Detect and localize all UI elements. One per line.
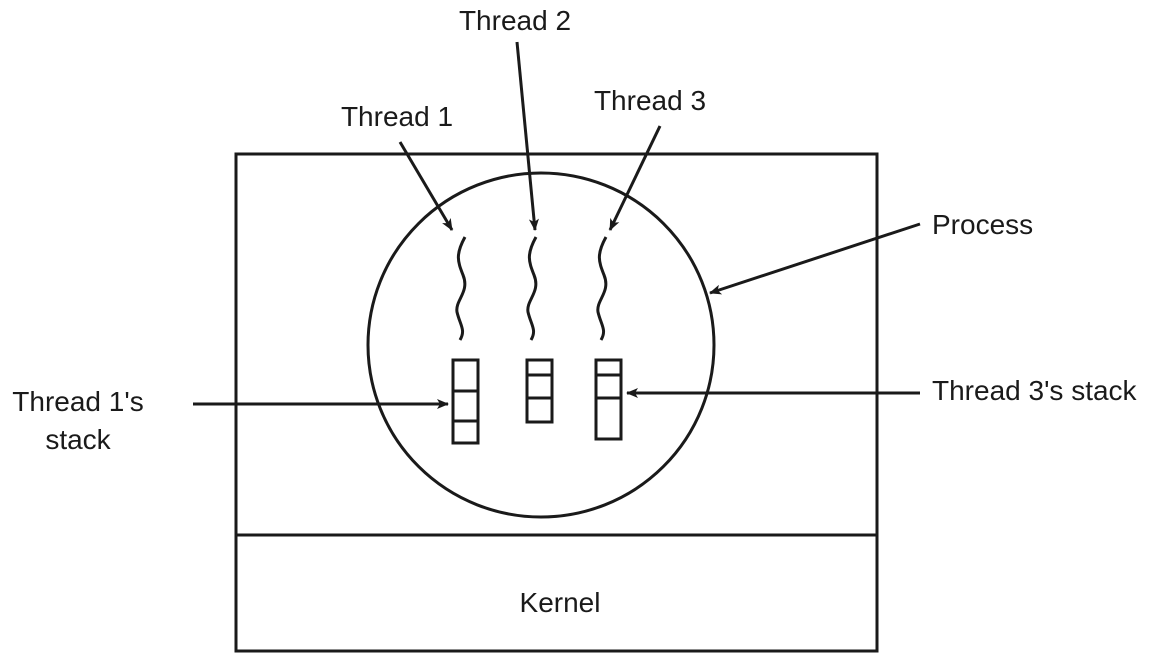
thread-2-stack [525, 358, 554, 424]
thread-3-squiggle [596, 236, 608, 341]
thread-1-label: Thread 1 [341, 101, 453, 132]
thread-3-stack [594, 358, 623, 441]
thread-1-stack [451, 358, 480, 445]
thread-2-label: Thread 2 [459, 5, 571, 36]
kernel-label: Kernel [520, 587, 601, 618]
process-label: Process [932, 209, 1033, 240]
thread-3-label: Thread 3 [594, 85, 706, 116]
process-arrow [709, 222, 921, 295]
thread-2-squiggle [526, 236, 538, 341]
process-circle [366, 171, 716, 519]
thread-3-stack-label: Thread 3's stack [932, 375, 1138, 406]
thread-2-arrow [515, 41, 539, 231]
thread-1-stack-label-line2: stack [45, 424, 111, 455]
thread-1-stack-label-line1: Thread 1's [12, 386, 143, 417]
thread-1-arrow [398, 141, 454, 231]
thread-3-arrow [608, 125, 662, 231]
thread-1-squiggle [455, 236, 467, 341]
